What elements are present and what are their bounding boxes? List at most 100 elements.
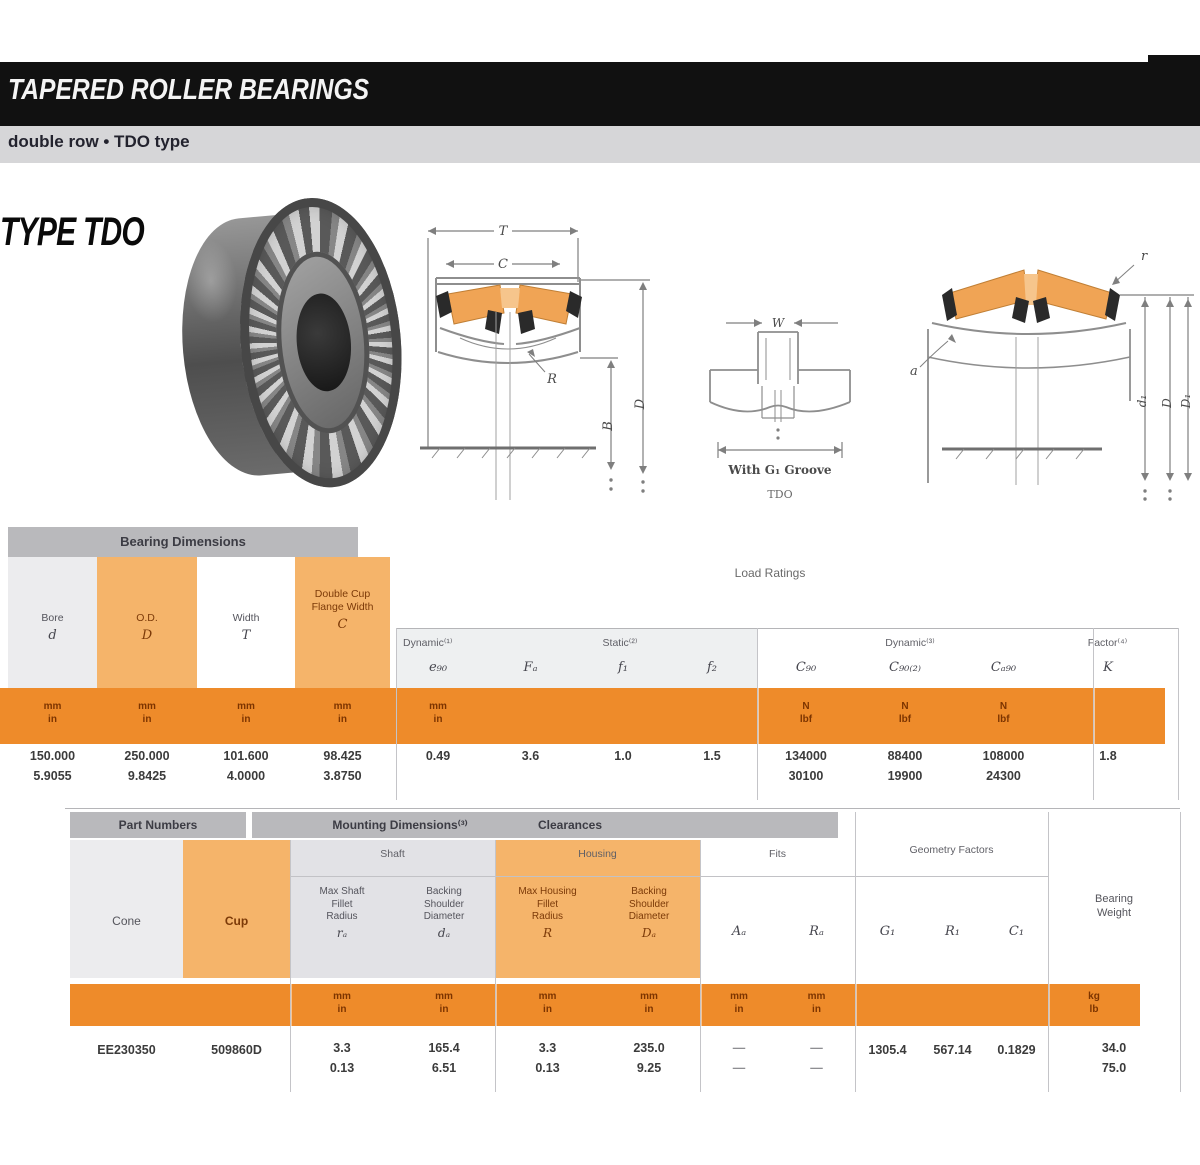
- dim-label-W: W: [772, 316, 786, 330]
- t2-divider: [290, 840, 291, 1092]
- t2-val-c1: 0.1829: [997, 1043, 1036, 1057]
- t2-val-cone: EE230350: [97, 1043, 156, 1057]
- t2-unit: mm in: [778, 990, 855, 1016]
- value-mm: 3.3: [333, 1041, 351, 1055]
- t2-unit-weight: kg lb: [1050, 990, 1138, 1016]
- hatching: [955, 448, 1085, 460]
- t2-val-g1: 1305.4: [868, 1043, 907, 1057]
- col-label: Max Shaft: [319, 886, 365, 897]
- col-label: Bearing: [1095, 893, 1133, 905]
- t2-val-cup: 509860D: [211, 1043, 262, 1057]
- t1-subheader-bg: [396, 628, 757, 688]
- col-symbol: D: [141, 628, 153, 643]
- value-n: 108000: [982, 749, 1025, 763]
- unit-inch: in: [241, 714, 251, 725]
- t2-part-numbers-header: Part Numbers: [70, 812, 246, 838]
- value-mm: 235.0: [633, 1041, 665, 1055]
- t2-divider: [1180, 812, 1181, 1092]
- t2-mounting-header: Mounting Dimensions⁽³⁾: [332, 818, 468, 832]
- value-n: 134000: [785, 749, 827, 763]
- value-in: 3.8750: [323, 769, 362, 783]
- diagram-groove-detail: W With G₁ Groove TDO: [709, 316, 851, 501]
- unit-pound: lbf: [997, 714, 1010, 725]
- col-label: Shoulder: [628, 898, 670, 910]
- t2-geometry-group: Geometry Factors: [909, 844, 994, 856]
- t2-cone-label: Cone: [112, 914, 141, 928]
- unit-pound: lbf: [799, 714, 813, 725]
- col-symbol: Dₐ: [641, 925, 657, 940]
- col-label: Backing: [631, 886, 667, 897]
- t2-unit: mm in: [497, 990, 598, 1016]
- t2-val-r1: 567.14: [933, 1043, 972, 1057]
- rollers: [447, 284, 573, 325]
- t1-unit-ca90: N lbf: [956, 700, 1051, 726]
- value-lbf: 30100: [788, 769, 824, 783]
- unit-inch: in: [337, 1004, 347, 1015]
- t2-sym-fit-r: Rₐ: [809, 924, 824, 939]
- header-bar: [0, 62, 1200, 126]
- t1-col-bg-od: [97, 557, 197, 688]
- t2-cup-label: Cup: [224, 914, 249, 928]
- t1-divider: [396, 628, 397, 800]
- col-label: Fillet: [536, 898, 559, 910]
- t2-topline: [65, 808, 1180, 809]
- t1-val-c902: 88400 19900: [856, 746, 954, 786]
- value: —: [810, 1061, 823, 1075]
- unit-kg: kg: [1088, 991, 1100, 1002]
- dim-label-D: D: [633, 398, 648, 410]
- t1-rating-group-1: Dynamic⁽³⁾: [885, 637, 935, 649]
- t1-val-f2: 1.5: [703, 749, 721, 763]
- t1-rating-group-2: Factor⁽⁴⁾: [1087, 637, 1128, 649]
- dim-label-B: B: [601, 421, 616, 432]
- col-symbol: T: [241, 628, 251, 643]
- dim-label-C: C: [498, 257, 508, 272]
- t1-sym-k: K: [1103, 660, 1113, 675]
- t2-col-housing-radius: Max Housing Fillet Radius R: [497, 886, 598, 941]
- col-label-2: Flange Width: [311, 601, 374, 613]
- value-in: 4.0000: [226, 769, 266, 783]
- value-in: 0.13: [535, 1061, 560, 1075]
- t2-shaft-group: Shaft: [380, 848, 405, 860]
- t1-unit-c902: N lbf: [856, 700, 954, 726]
- band-seam: [290, 984, 292, 1026]
- t1-val-od: 250.000 9.8425: [97, 746, 197, 786]
- unit-metric: mm: [138, 701, 156, 712]
- unit-metric: mm: [333, 701, 352, 712]
- t1-val-k: 1.8: [1099, 749, 1117, 763]
- bearing-section-outline: [435, 277, 581, 364]
- t2-fits-group: Fits: [769, 848, 786, 860]
- unit-pound: lbf: [898, 714, 912, 725]
- page-title: TAPERED ROLLER BEARINGS: [8, 74, 370, 106]
- t2-unit: mm in: [395, 990, 493, 1016]
- t2-weight-label: Bearing Weight: [1050, 892, 1178, 920]
- diagram-mounting: a r d₁ D D₁: [910, 249, 1194, 501]
- t2-unit: mm in: [700, 990, 778, 1016]
- unit-inch: in: [734, 1004, 744, 1015]
- bearing-photo: [171, 189, 418, 503]
- t1-factor-group-1: Dynamic⁽¹⁾: [403, 637, 453, 649]
- t2-divider: [855, 812, 856, 1092]
- t2-col-shaft-backing: Backing Shoulder Diameter dₐ: [395, 886, 493, 941]
- t1-col-bore: Bore d: [8, 612, 97, 643]
- r-leader-arrow: [527, 349, 535, 357]
- value-n: 88400: [887, 749, 923, 763]
- band-seam: [757, 688, 759, 744]
- t1-col-bg-bore: [8, 557, 97, 688]
- dim-label-a: a: [910, 364, 918, 379]
- t1-sym-c90: C₉₀: [795, 660, 817, 675]
- t2-val-weight: 34.0 75.0: [1050, 1038, 1178, 1078]
- value-mm: 250.000: [124, 749, 170, 763]
- t1-factor-group-2: Static⁽²⁾: [602, 637, 638, 649]
- type-label: TYPE TDO: [0, 210, 145, 254]
- t2-subline: [290, 876, 1048, 877]
- col-label: Weight: [1096, 907, 1132, 919]
- unit-metric: mm: [429, 701, 447, 712]
- t2-sym-g1: G₁: [879, 924, 896, 939]
- t1-divider: [1178, 628, 1179, 800]
- dim-label-T: T: [499, 224, 509, 239]
- t2-col-shaft-radius: Max Shaft Fillet Radius rₐ: [292, 886, 392, 941]
- cup-outline: [927, 322, 1131, 485]
- t1-unit-e90: mm in: [396, 700, 480, 726]
- t1-sym-e90: e₉₀: [428, 660, 448, 675]
- unit-metric: mm: [640, 991, 658, 1002]
